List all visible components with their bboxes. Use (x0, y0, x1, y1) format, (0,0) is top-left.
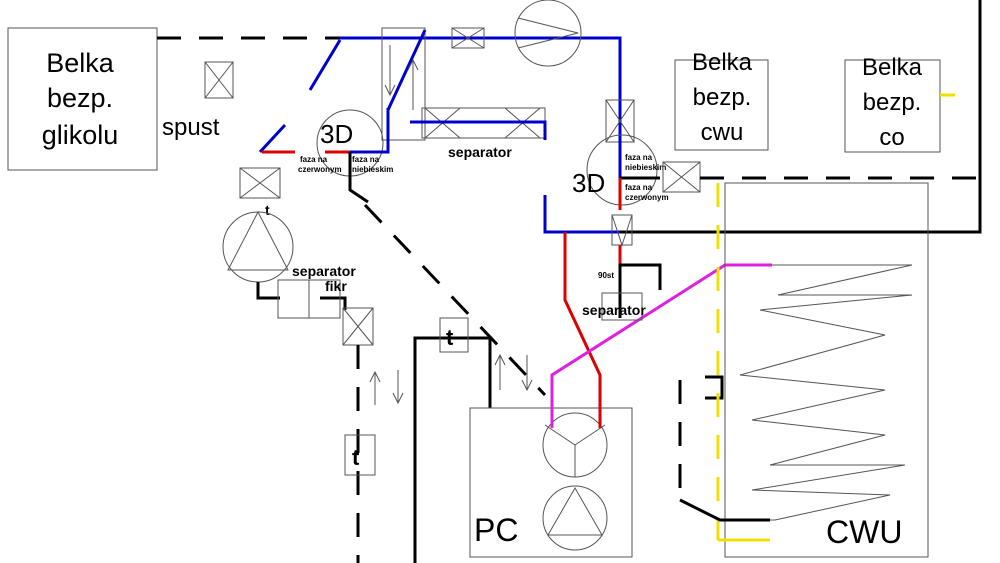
svg-text:3D: 3D (572, 168, 605, 198)
svg-text:faza na: faza na (625, 183, 653, 192)
svg-text:bezp.: bezp. (693, 84, 752, 111)
valve (451, 27, 485, 49)
drain-valve (204, 61, 234, 99)
thermometer-label: t (265, 202, 270, 218)
svg-text:bezp.: bezp. (863, 89, 922, 116)
valve (662, 161, 701, 193)
exchanger (381, 27, 426, 141)
svg-text:faza na: faza na (352, 155, 380, 164)
cwu-tank (724, 182, 929, 558)
pc-label: PC (474, 512, 518, 548)
cwu-label: CWU (826, 514, 902, 550)
svg-text:Belka: Belka (46, 48, 115, 78)
svg-text:Belka: Belka (692, 49, 753, 76)
svg-text:t: t (446, 325, 454, 350)
svg-text:t: t (352, 445, 360, 470)
svg-text:separator: separator (582, 302, 646, 318)
svg-text:fikr: fikr (325, 278, 347, 294)
svg-text:Belka: Belka (862, 54, 923, 81)
svg-text:faza na: faza na (300, 155, 328, 164)
svg-text:glikolu: glikolu (42, 120, 119, 150)
belka-glikolu-box: Belka bezp. glikolu (7, 27, 158, 171)
svg-text:separator: separator (292, 263, 356, 279)
spust-label: spust (162, 114, 220, 141)
svg-text:niebieskim: niebieskim (625, 163, 666, 172)
3d-valve-right (586, 134, 658, 206)
svg-text:bezp.: bezp. (47, 83, 113, 113)
temp-label: 90st (598, 271, 614, 280)
valve (342, 307, 374, 346)
pump-icon (514, 0, 582, 67)
svg-text:faza na: faza na (625, 153, 653, 162)
svg-text:niebieskim: niebieskim (352, 165, 393, 174)
separator-label: separator (448, 144, 512, 160)
svg-text:co: co (879, 124, 904, 151)
svg-text:3D: 3D (320, 119, 353, 149)
valve (239, 167, 281, 199)
svg-text:cwu: cwu (701, 119, 744, 146)
svg-text:czerwonym: czerwonym (298, 165, 342, 174)
svg-text:czerwonym: czerwonym (625, 193, 669, 202)
glycol-pump (222, 211, 294, 283)
return-pipe (340, 36, 622, 140)
